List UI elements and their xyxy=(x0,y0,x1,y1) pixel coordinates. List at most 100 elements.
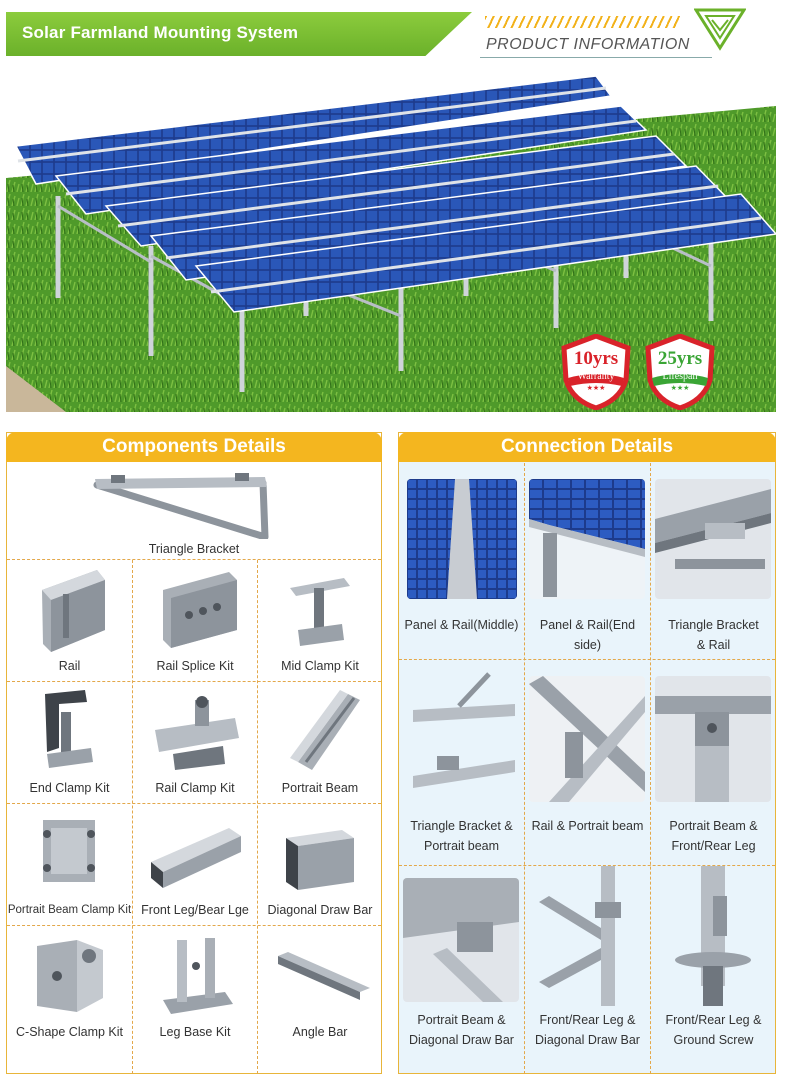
component-front-leg: Front Leg/Bear Lge xyxy=(133,804,257,925)
connections-title: Connection Details xyxy=(398,432,776,462)
component-rail: Rail xyxy=(7,560,132,681)
connections-panel: Connection Details Panel & Rail(Middle) … xyxy=(398,432,776,1074)
connection-label: Triangle Bracket xyxy=(668,618,759,632)
component-label: Mid Clamp Kit xyxy=(281,659,359,673)
warranty-badge: 10yrs Warranty ★★★ xyxy=(560,333,632,411)
component-mid-clamp-kit: Mid Clamp Kit xyxy=(258,560,382,681)
component-label: C-Shape Clamp Kit xyxy=(16,1025,123,1039)
mid-clamp-icon xyxy=(290,578,350,646)
connection-photo xyxy=(529,479,645,599)
components-panel: Components Details Triangle Bracket Rail xyxy=(6,432,382,1074)
connection-label: Portrait Beam & xyxy=(669,819,758,833)
connection-label-line2: Diagonal Draw Bar xyxy=(409,1033,514,1047)
connection-label: Rail & Portrait beam xyxy=(531,819,644,833)
component-angle-bar: Angle Bar xyxy=(258,926,382,1074)
shield-icon xyxy=(645,333,715,411)
triangle-bracket-icon xyxy=(93,473,269,539)
component-label: Portrait Beam xyxy=(281,781,359,795)
solar-farm-illustration xyxy=(6,75,776,412)
connection-panel-rail-middle: Panel & Rail(Middle) xyxy=(399,463,524,659)
beam-leg-photo-icon xyxy=(655,696,771,802)
product-information-label: PRODUCT INFORMATION xyxy=(486,36,690,53)
grid-divider xyxy=(7,925,381,926)
warranty-label: Warranty xyxy=(577,371,615,382)
component-leg-base-kit: Leg Base Kit xyxy=(133,926,257,1074)
grid-divider xyxy=(7,681,381,682)
connection-label: Front/Rear Leg & xyxy=(539,1013,636,1027)
grid-divider xyxy=(7,803,381,804)
component-diagonal-draw-bar: Diagonal Draw Bar xyxy=(258,804,382,925)
rail-clamp-icon xyxy=(155,696,239,770)
connection-label: Front/Rear Leg & xyxy=(665,1013,762,1027)
portrait-beam-icon xyxy=(290,690,360,770)
angle-bar-icon xyxy=(278,952,370,1000)
lifespan-badge: 25yrs Lifespan ★★★ xyxy=(644,333,716,411)
warranty-stars: ★★★ xyxy=(586,384,606,392)
solar-panel-photo-icon xyxy=(407,479,517,599)
connection-label: Portrait Beam & xyxy=(417,1013,506,1027)
component-rail-splice-kit: Rail Splice Kit xyxy=(133,560,257,681)
connection-photo xyxy=(529,676,645,802)
page-title: Solar Farmland Mounting System xyxy=(22,23,299,42)
connection-portrait-beam-diagonal: Portrait Beam & Diagonal Draw Bar xyxy=(399,866,524,1074)
end-clamp-icon xyxy=(45,690,93,768)
beam-diagonal-photo-icon xyxy=(403,878,519,1002)
component-label: End Clamp Kit xyxy=(29,781,110,795)
hero-solar-farm-image: 10yrs Warranty ★★★ 25yrs Lifespan ★★★ xyxy=(6,66,776,412)
component-c-shape-clamp-kit: C-Shape Clamp Kit xyxy=(7,926,132,1074)
title-banner: Solar Farmland Mounting System xyxy=(6,12,472,56)
c-shape-clamp-icon xyxy=(37,940,103,1012)
component-end-clamp-kit: End Clamp Kit xyxy=(7,682,132,803)
component-label: Rail Clamp Kit xyxy=(155,781,235,795)
portrait-beam-clamp-icon xyxy=(43,820,95,882)
component-label: Triangle Bracket xyxy=(148,542,240,556)
component-portrait-beam-clamp-kit: Portrait Beam Clamp Kit xyxy=(7,804,132,925)
components-title: Components Details xyxy=(6,432,382,462)
leg-base-icon xyxy=(163,938,233,1014)
connection-leg-ground-screw: Front/Rear Leg & Ground Screw xyxy=(651,866,776,1074)
connection-label-line2: Front/Rear Leg xyxy=(671,839,756,853)
component-label: Angle Bar xyxy=(292,1025,348,1039)
connection-rail-portrait-beam: Rail & Portrait beam xyxy=(525,660,650,865)
grid-divider xyxy=(650,463,651,1074)
rail-icon xyxy=(42,570,105,652)
connection-photo xyxy=(403,878,519,1002)
component-label: Portrait Beam Clamp Kit xyxy=(7,904,132,916)
leg-ground-screw-photo-icon xyxy=(675,866,751,1006)
shield-icon xyxy=(561,333,631,411)
component-rail-clamp-kit: Rail Clamp Kit xyxy=(133,682,257,803)
rail-beam-photo-icon xyxy=(529,676,645,802)
component-label: Diagonal Draw Bar xyxy=(267,903,373,917)
connection-label: Triangle Bracket & xyxy=(410,819,513,833)
diagonal-draw-bar-icon xyxy=(286,830,354,890)
connection-label-line2: Diagonal Draw Bar xyxy=(535,1033,640,1047)
front-leg-icon xyxy=(151,828,241,888)
connection-label-line2: & Rail xyxy=(696,638,731,652)
end-clamp-photo-icon xyxy=(529,479,645,597)
connection-label-line2: Portrait beam xyxy=(423,839,500,853)
leg-diagonal-photo-icon xyxy=(539,866,621,1006)
component-label: Rail Splice Kit xyxy=(156,659,234,673)
grid-divider xyxy=(399,659,775,660)
subtitle-underline xyxy=(480,57,712,58)
component-portrait-beam: Portrait Beam xyxy=(258,682,382,803)
connection-photo xyxy=(407,479,517,599)
lifespan-label: Lifespan xyxy=(662,371,698,382)
component-label: Leg Base Kit xyxy=(159,1025,231,1039)
grid-divider xyxy=(524,463,525,1074)
triangle-logo-icon xyxy=(694,8,746,51)
bracket-rail-photo-icon xyxy=(655,489,771,569)
connection-label: Panel & Rail(Middle) xyxy=(404,618,519,632)
header: Solar Farmland Mounting System PRODUCT I… xyxy=(0,0,800,68)
connection-photo xyxy=(655,479,771,599)
connection-portrait-beam-leg: Portrait Beam & Front/Rear Leg xyxy=(651,660,776,865)
grid-divider xyxy=(257,560,258,1074)
component-label: Front Leg/Bear Lge xyxy=(141,903,249,917)
connection-leg-diagonal: Front/Rear Leg & Diagonal Draw Bar xyxy=(525,866,650,1074)
lifespan-stars: ★★★ xyxy=(670,384,690,392)
component-label: Rail xyxy=(58,659,81,673)
grid-divider xyxy=(7,559,381,560)
rail-splice-icon xyxy=(163,572,237,648)
hatch-decoration xyxy=(485,16,680,28)
connection-panel-rail-end: Panel & Rail(End side) xyxy=(525,463,650,659)
